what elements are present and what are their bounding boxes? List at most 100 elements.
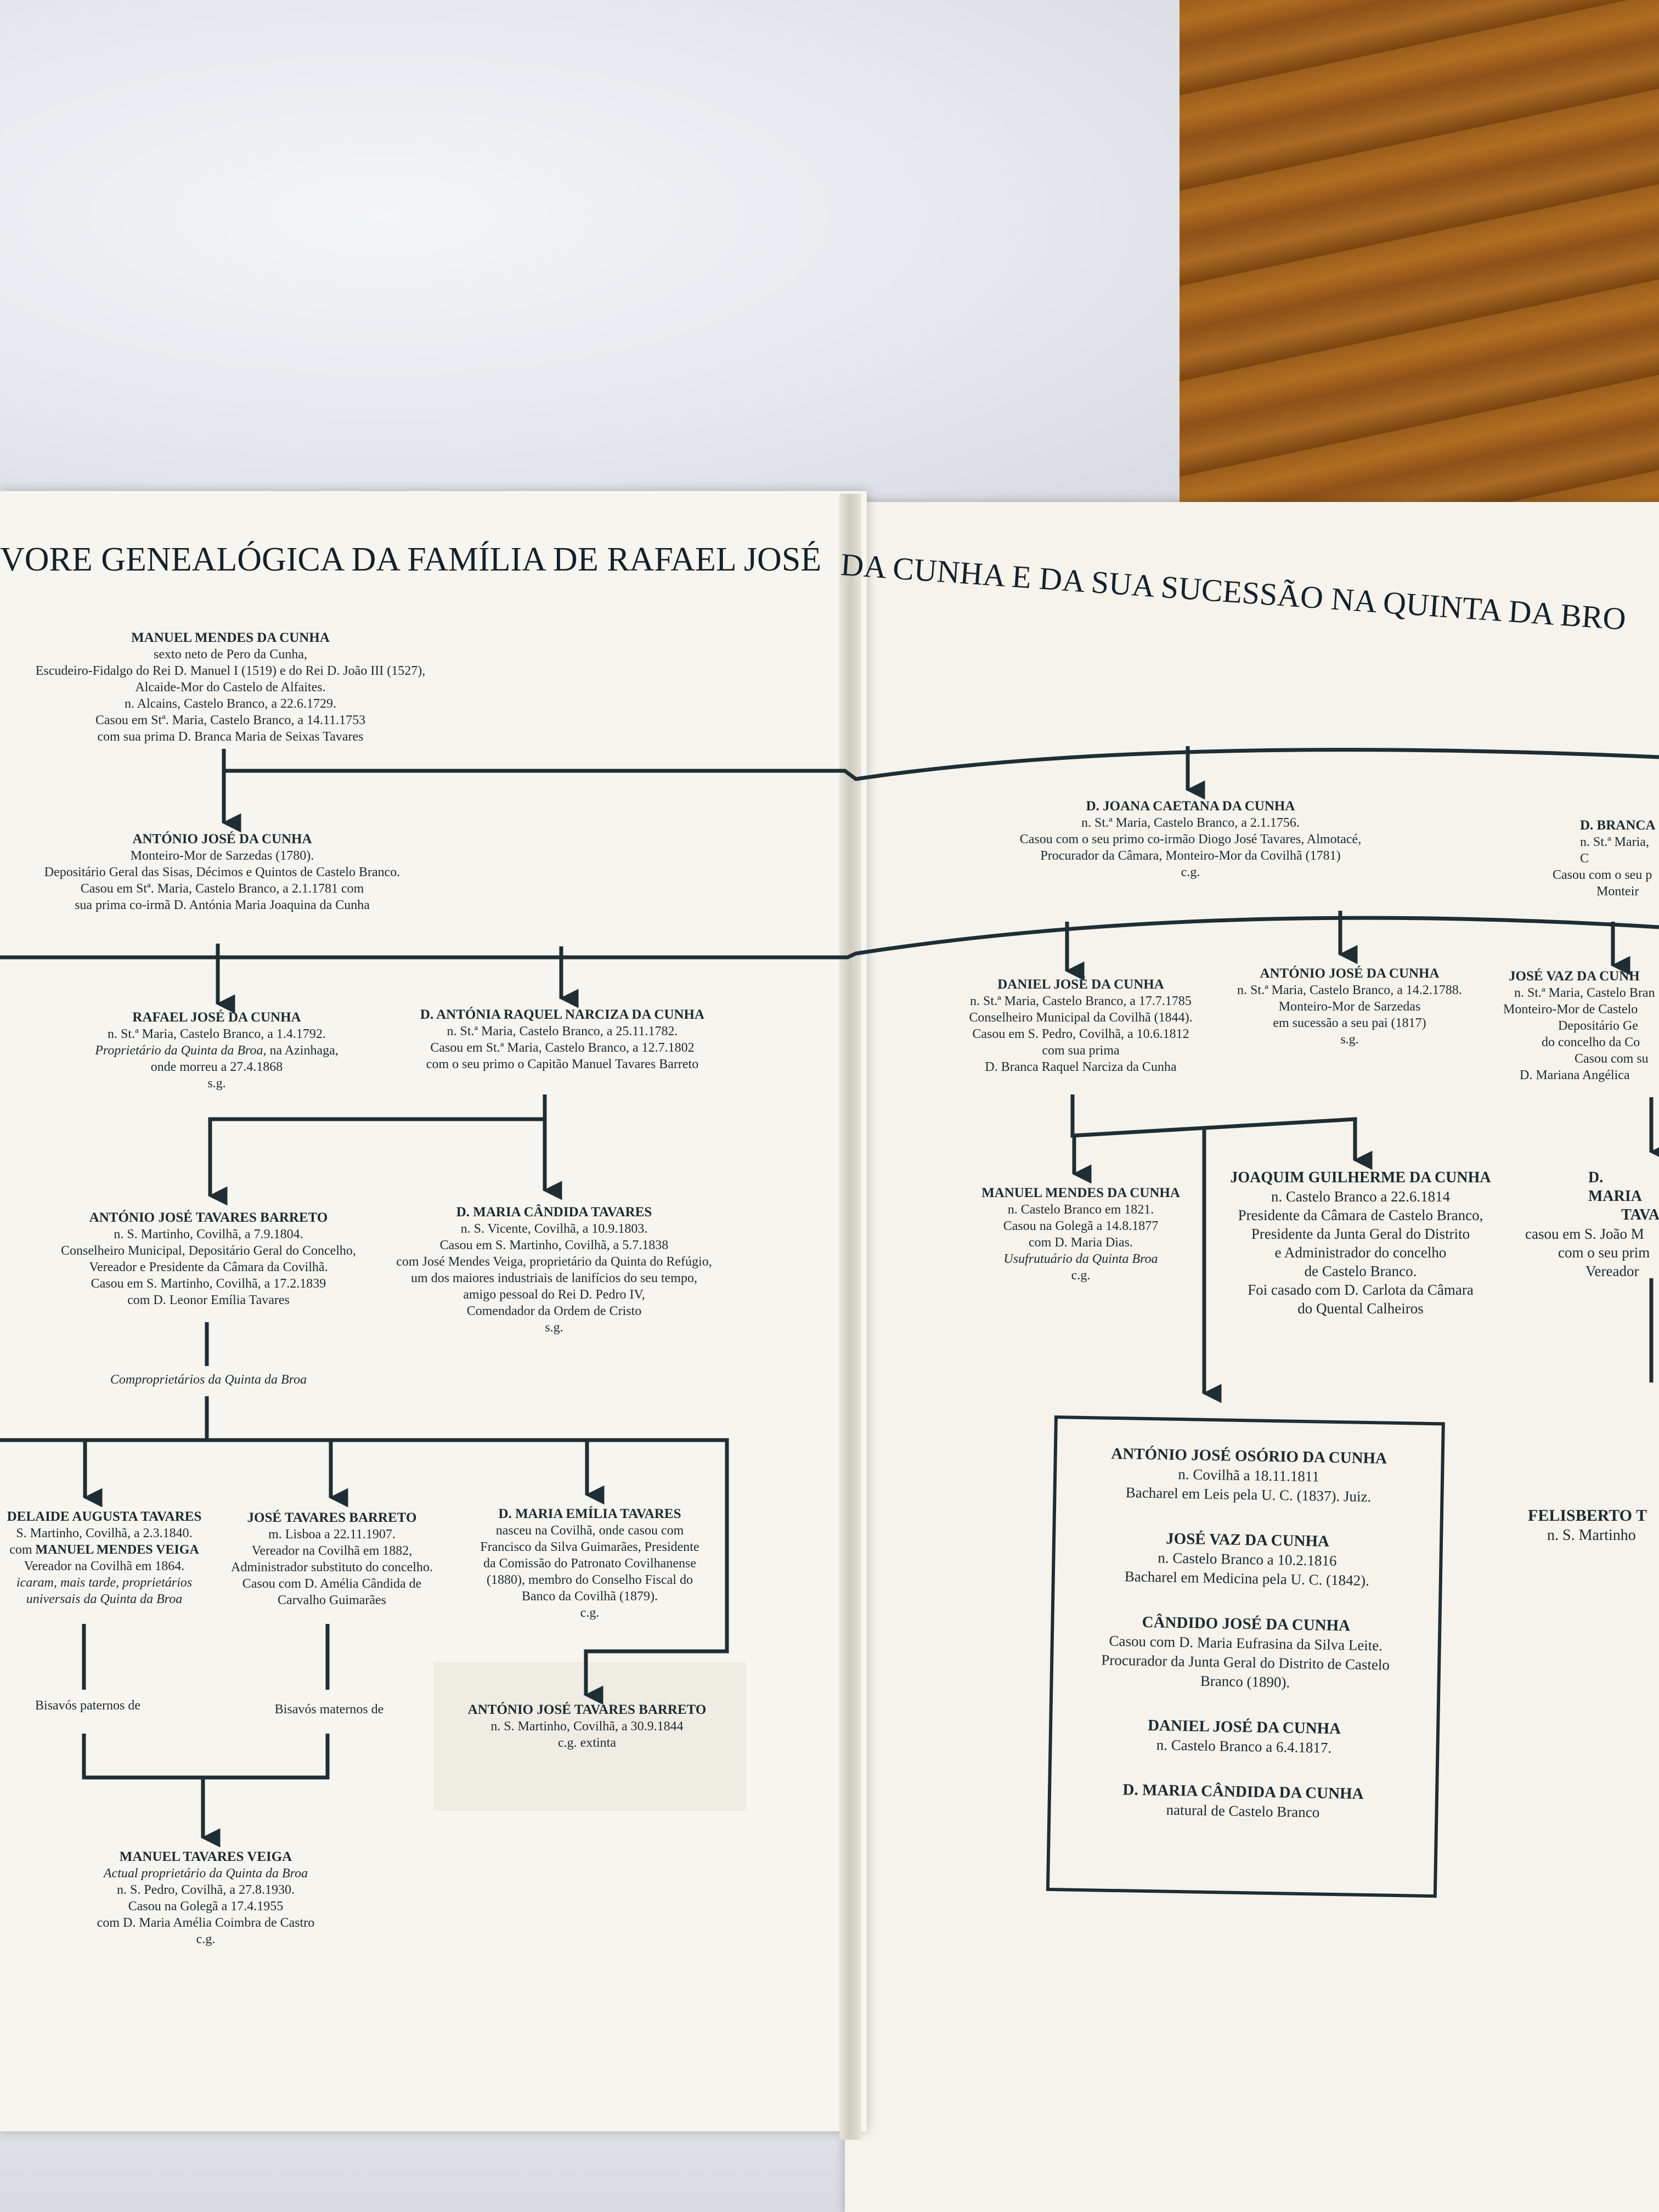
node-maria-emilia-tavares: D. MARIA EMÍLIA TAVARES nasceu na Covilh… [466,1506,713,1621]
person-detail: em sucessão a seu pai (1817) [1273,1016,1426,1030]
person-detail: Monteiro-Mor de Sarzedas (1780). [130,849,314,863]
person-name: DELAIDE AUGUSTA TAVARES [7,1509,202,1524]
person-name: JOAQUIM GUILHERME DA CUNHA [1230,1169,1491,1186]
person-detail: e Administrador do concelho [1274,1244,1447,1261]
person-detail: Foi casado com D. Carlota da Câmara [1248,1282,1474,1298]
node-felisberto-partial: FELISBERTO T n. S. Martinho [1525,1506,1659,1545]
bisavos-maternos-label: Bisavós maternos de [274,1702,384,1717]
node-manuel-tavares-veiga: MANUEL TAVARES VEIGA Actual proprietário… [71,1849,340,1948]
bedspread-background [0,0,1278,538]
person-detail: Francisco da Silva Guimarães, Presidente [480,1540,699,1554]
person-detail: c.g. [1071,1268,1091,1283]
person-name: D. MARIA CÂNDIDA TAVARES [456,1205,652,1220]
person-detail: Alcaide-Mor do Castelo de Alfaites. [135,680,326,695]
book-page-left [0,491,867,2131]
quinta-note: Usufrutuário da Quinta Broa [1003,1252,1158,1266]
node-joana-caetana-da-cunha: D. JOANA CAETANA DA CUNHA n. St.ª Maria,… [977,798,1404,881]
box-entry: ANTÓNIO JOSÉ OSÓRIO DA CUNHA n. Covilhã … [1056,1443,1441,1508]
person-detail: com o seu primo o Capitão Manuel Tavares… [426,1057,699,1071]
person-detail: com o seu prim [1558,1244,1650,1261]
person-detail: Procurador da Câmara, Monteiro-Mor da Co… [1040,849,1341,863]
person-detail: Casou na Golegã a 17.4.1955 [128,1899,284,1914]
person-detail: c.g. [580,1606,600,1620]
place-note: na Azinhaga, [266,1043,338,1058]
book-gutter [839,494,861,2140]
person-name: FELISBERTO T [1528,1506,1647,1525]
person-detail: do Quental Calheiros [1297,1300,1424,1317]
person-detail: n. St.ª Maria, Castelo Branco, a 2.1.175… [1081,816,1300,830]
person-detail: de Castelo Branco. [1304,1263,1417,1279]
node-antonio-jose-tavares-barreto-2: ANTÓNIO JOSÉ TAVARES BARRETO n. S. Marti… [439,1702,735,1751]
person-detail: do concelho da Co [1542,1035,1640,1049]
person-detail: s.g. [545,1321,563,1335]
person-detail: D. Mariana Angélica [1520,1068,1630,1082]
node-rafael-jose-da-cunha: RAFAEL JOSÉ DA CUNHA n. St.ª Maria, Cast… [71,1009,362,1092]
person-detail: com sua prima [1042,1043,1120,1058]
person-name: D. MARIA [1588,1169,1642,1205]
person-detail: n. St.ª Maria, Castelo Branco, a 14.2.17… [1237,983,1462,997]
person-detail: Casou na Golegã a 14.8.1877 [1003,1219,1159,1233]
person-detail: s.g. [207,1076,226,1091]
person-detail: m. Lisboa a 22.11.1907. [268,1527,396,1542]
person-name: JOSÉ VAZ DA CUNH [1509,969,1640,984]
person-name: ANTÓNIO JOSÉ TAVARES BARRETO [89,1210,328,1225]
person-detail: c.g. extinta [558,1736,616,1750]
person-detail: da Comissão do Patronato Covilhanense [483,1556,696,1571]
person-name: ANTÓNIO JOSÉ DA CUNHA [132,832,312,847]
person-detail: c.g. [196,1932,216,1946]
person-detail: com José Mendes Veiga, proprietário da Q… [396,1255,712,1269]
person-detail: Escudeiro-Fidalgo do Rei D. Manuel I (15… [35,664,426,678]
node-antonio-jose-da-cunha: ANTÓNIO JOSÉ DA CUNHA Monteiro-Mor de Sa… [22,831,422,913]
person-detail: Vereador [1585,1263,1639,1279]
person-detail: S. Martinho, Covilhã, a 2.3.1840. [16,1526,193,1541]
person-name: D. MARIA EMÍLIA TAVARES [498,1506,681,1521]
person-detail: Presidente da Câmara de Castelo Branco, [1238,1207,1483,1223]
spouse-name: MANUEL MENDES VEIGA [35,1543,199,1557]
person-name: DANIEL JOSÉ DA CUNHA [997,977,1164,992]
box-entry: JOSÉ VAZ DA CUNHA n. Castelo Branco a 10… [1055,1527,1440,1592]
person-detail: Casou em Stª. Maria, Castelo Branco, a 2… [80,882,364,896]
person-name: ANTÓNIO JOSÉ TAVARES BARRETO [467,1702,707,1717]
person-detail: Administrador substituto do concelho. [231,1560,433,1575]
person-detail: com D. Maria Dias. [1029,1235,1133,1250]
person-name: D. JOANA CAETANA DA CUNHA [1086,799,1295,814]
person-detail: Casou com o seu primo co-irmão Diogo Jos… [1019,832,1362,847]
node-jose-vaz-partial: JOSÉ VAZ DA CUNH n. St.ª Maria, Castelo … [1503,968,1659,1084]
person-detail: um dos maiores industriais de lanifícios… [411,1271,697,1285]
person-detail: n. St.ª Maria, Castelo Branco, a 1.4.179… [108,1027,326,1041]
node-daniel-jose-da-cunha: DANIEL JOSÉ DA CUNHA n. St.ª Maria, Cast… [933,977,1229,1075]
node-antonio-jose-tavares-barreto: ANTÓNIO JOSÉ TAVARES BARRETO n. S. Marti… [33,1210,384,1308]
person-detail: com D. Maria Amélia Coimbra de Castro [97,1916,315,1930]
person-detail: n. S. Vicente, Covilhã, a 10.9.1803. [460,1222,648,1236]
person-detail: nasceu na Covilhã, onde casou com [495,1523,684,1538]
person-detail: Conselheiro Municipal, Depositário Geral… [61,1244,356,1258]
person-detail: Monteiro-Mor de Castelo [1503,1002,1638,1017]
person-detail: n. Castelo Branco a 22.6.1814 [1271,1188,1451,1205]
node-maria-partial: D. MARIA TAVAR casou em S. João M com o … [1525,1169,1659,1280]
person-detail: com D. Leonor Emília Tavares [127,1293,290,1307]
person-detail: amigo pessoal do Rei D. Pedro IV, [463,1288,645,1302]
node-adelaide-augusta-tavares: DELAIDE AUGUSTA TAVARES S. Martinho, Cov… [0,1509,208,1607]
person-name: MANUEL MENDES DA CUNHA [131,630,330,645]
comproprietarios-label: Comproprietários da Quinta da Broa [110,1373,307,1387]
person-detail: Casou com D. Amélia Cândida de [242,1577,422,1591]
node-manuel-mendes-da-cunha: MANUEL MENDES DA CUNHA sexto neto de Per… [16,630,444,745]
person-detail: com sua prima D. Branca Maria de Seixas … [97,730,364,744]
box-entry: D. MARIA CÂNDIDA DA CUNHA natural de Cas… [1051,1779,1435,1824]
person-detail: Casou com o seu p [1553,868,1652,882]
person-detail: Monteiro-Mor de Sarzedas [1278,1000,1421,1014]
quinta-note: Proprietário da Quinta da Broa, [95,1043,267,1058]
node-manuel-mendes-da-cunha-2: MANUEL MENDES DA CUNHA n. Castelo Branco… [955,1185,1207,1284]
person-detail: universais da Quinta da Broa [26,1592,183,1606]
person-detail: Casou com su [1575,1052,1649,1066]
person-detail: n. St.ª Maria, C [1580,835,1649,866]
person-detail: Casou em S. Martinho, Covilhã, a 5.7.183… [439,1238,669,1252]
person-detail: Comendador da Ordem de Cristo [466,1304,642,1318]
book-page-right [845,502,1659,2212]
node-joaquim-guilherme-da-cunha: JOAQUIM GUILHERME DA CUNHA n. Castelo Br… [1212,1169,1509,1318]
person-detail: Vereador e Presidente da Câmara da Covil… [89,1260,328,1274]
person-detail: n. S. Martinho, Covilhã, a 30.9.1844 [490,1719,684,1734]
person-detail: sexto neto de Pero da Cunha, [154,647,307,662]
person-detail: Presidente da Junta Geral do Distrito [1251,1226,1470,1242]
